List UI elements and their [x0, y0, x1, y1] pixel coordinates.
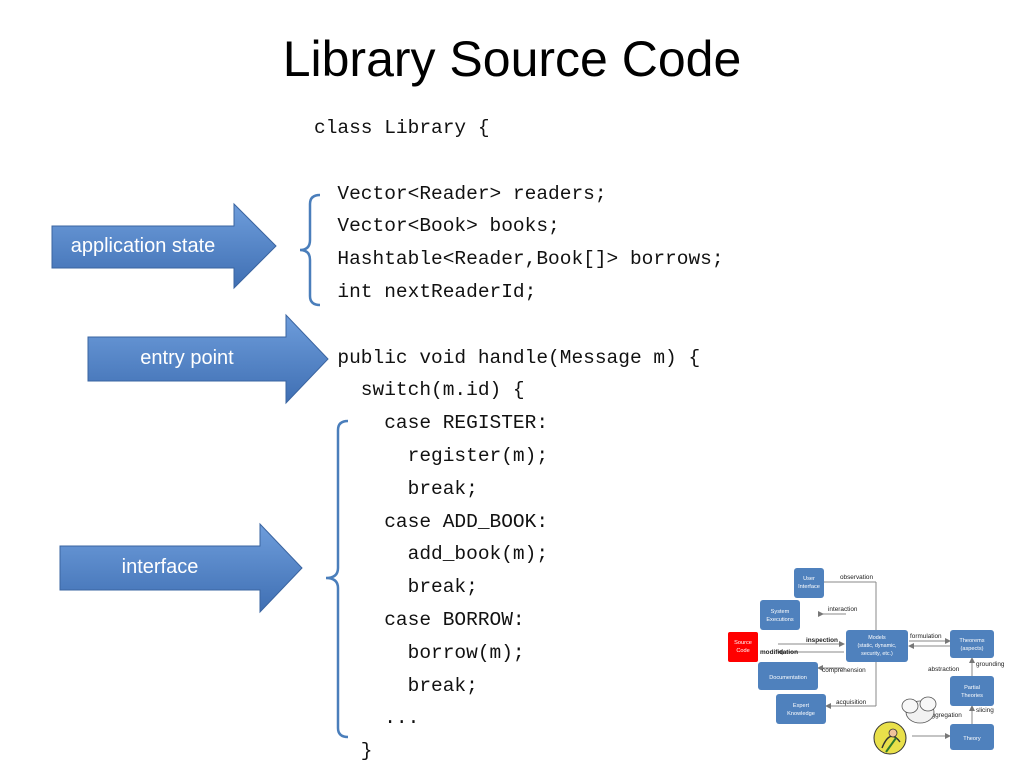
label-aggregation: aggregation	[928, 712, 962, 719]
svg-text:Knowledge: Knowledge	[787, 711, 815, 717]
svg-text:Source: Source	[734, 640, 752, 646]
label-modification: modification	[760, 649, 798, 656]
code-line: int nextReaderId;	[314, 280, 537, 303]
label-comprehension: comprehension	[822, 667, 866, 674]
svg-text:Theory: Theory	[963, 736, 981, 742]
interface-label: interface	[121, 556, 199, 578]
code-line: ...	[314, 707, 420, 730]
code-line: break;	[314, 477, 478, 500]
label-acquisition: acquisition	[836, 699, 867, 706]
svg-text:System: System	[771, 609, 790, 615]
label-grounding: grounding	[976, 661, 1005, 668]
svg-text:security, etc.): security, etc.)	[861, 651, 893, 657]
svg-text:Executions: Executions	[766, 617, 794, 623]
box-user-interface: User Interface	[794, 568, 824, 598]
svg-text:Theories: Theories	[961, 693, 983, 699]
code-line: register(m);	[314, 444, 549, 467]
svg-text:User: User	[803, 576, 815, 582]
label-formulation: formulation	[910, 633, 942, 640]
box-expert-knowledge: Expert Knowledge	[776, 694, 826, 724]
thinker-figure-icon	[873, 696, 937, 755]
svg-text:(aspects): (aspects)	[960, 646, 983, 652]
code-line: borrow(m);	[314, 641, 525, 664]
application-state-bracket	[299, 193, 321, 307]
code-line: break;	[314, 674, 478, 697]
label-inspection: inspection	[806, 637, 838, 644]
label-interaction: interaction	[828, 606, 858, 613]
code-line	[314, 309, 724, 342]
label-observation: observation	[840, 574, 873, 581]
code-line: class Library {	[314, 117, 490, 139]
svg-text:(static, dynamic,: (static, dynamic,	[858, 643, 897, 649]
interface-bracket	[325, 419, 349, 739]
box-partial-theories: Partial Theories	[950, 676, 994, 706]
box-system-executions: System Executions	[760, 600, 800, 630]
entry-point-label: entry point	[140, 347, 234, 369]
label-abstraction: abstraction	[928, 666, 960, 673]
code-line: }	[314, 740, 373, 763]
code-line	[314, 145, 724, 178]
svg-text:Models: Models	[868, 635, 886, 641]
box-models: Models (static, dynamic, security, etc.)	[846, 630, 908, 662]
arrow-shape-icon	[59, 522, 303, 614]
svg-text:Expert: Expert	[793, 703, 810, 709]
box-documentation: Documentation	[758, 662, 818, 690]
box-source-code: Source Code	[728, 632, 758, 662]
code-line: add_book(m);	[314, 543, 549, 566]
code-line: Hashtable<Reader,Book[]> borrows;	[314, 248, 724, 271]
entry-point-arrow: entry point	[86, 313, 330, 405]
svg-text:Theorems: Theorems	[959, 638, 984, 644]
code-line: public void handle(Message m) {	[314, 346, 701, 369]
svg-text:Documentation: Documentation	[769, 675, 807, 681]
code-line: Vector<Book> books;	[314, 215, 560, 238]
application-state-label: application state	[70, 235, 216, 257]
code-line: switch(m.id) {	[314, 379, 525, 402]
application-state-arrow: application state	[50, 202, 280, 292]
svg-text:Interface: Interface	[798, 584, 820, 590]
arrow-shape-icon	[51, 202, 277, 290]
code-listing: class Library { Vector<Reader> readers; …	[314, 112, 724, 768]
process-diagram: User Interface System Executions Source …	[728, 568, 1005, 755]
code-line: Vector<Reader> readers;	[314, 182, 607, 205]
code-line: case ADD_BOOK:	[314, 510, 549, 533]
code-line: case BORROW:	[314, 608, 525, 631]
box-theory: Theory	[950, 724, 994, 750]
svg-text:Partial: Partial	[964, 685, 980, 691]
svg-text:Code: Code	[736, 648, 749, 654]
box-theorems: Theorems (aspects)	[950, 630, 994, 658]
code-line: break;	[314, 576, 478, 599]
label-slicing: slicing	[976, 707, 994, 714]
code-line: case REGISTER:	[314, 412, 549, 435]
arrow-shape-icon	[87, 313, 329, 405]
interface-arrow: interface	[58, 522, 304, 614]
slide-title: Library Source Code	[282, 31, 742, 87]
